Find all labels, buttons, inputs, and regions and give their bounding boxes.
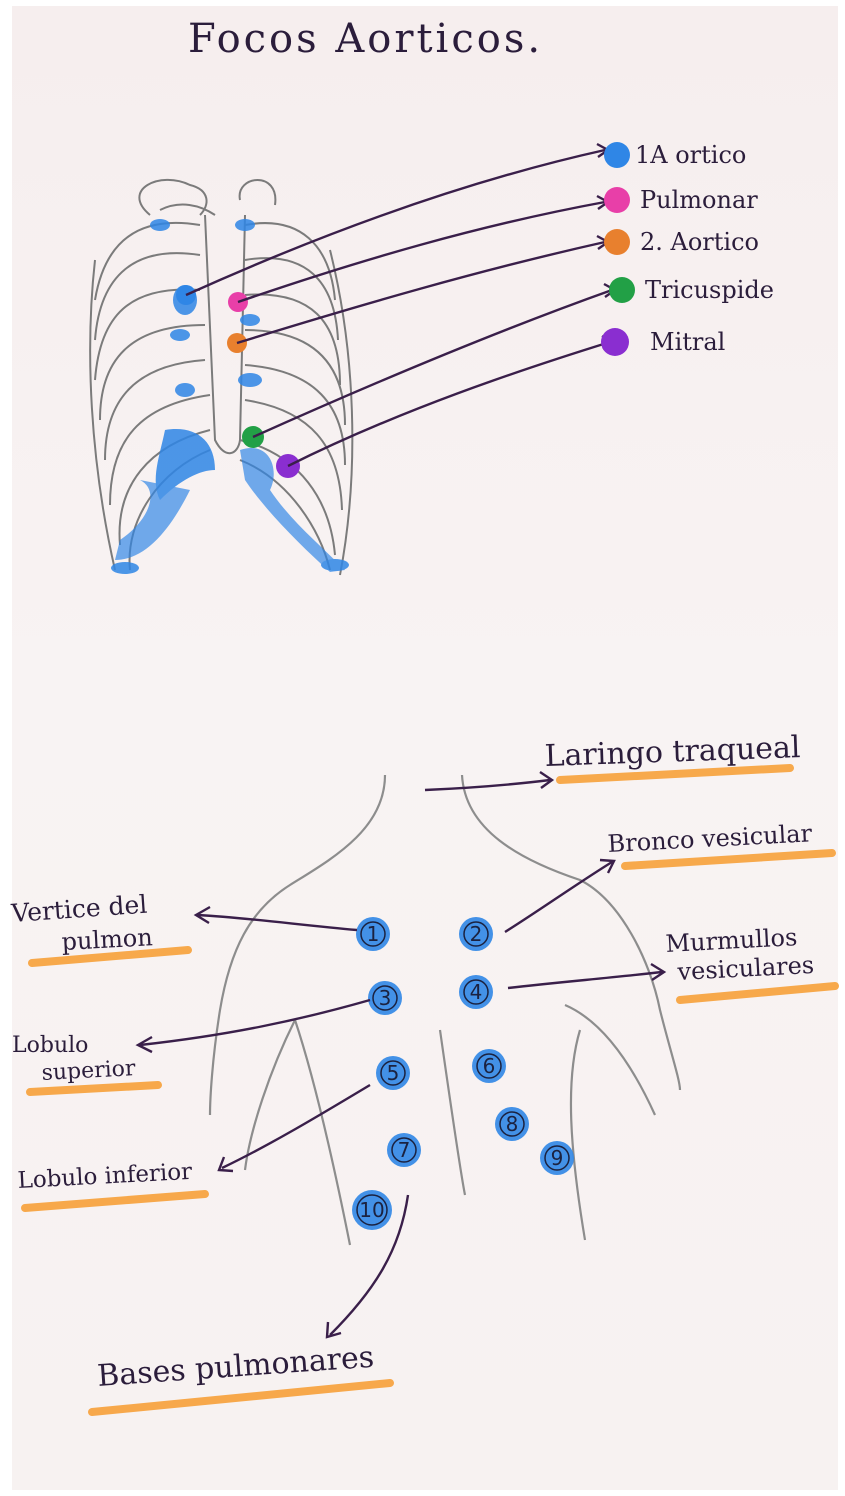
label-lobulo-superior-line2: superior (41, 1056, 137, 1086)
point-5: 5 (376, 1056, 410, 1090)
back-arrows (138, 772, 664, 1337)
legend-item-aortico: 1A ortico (604, 141, 746, 169)
svg-text:1A ortico: 1A ortico (635, 141, 746, 169)
point-6: 6 (472, 1049, 506, 1083)
rib-cage-drawing (90, 180, 352, 575)
svg-text:Tricuspide: Tricuspide (645, 276, 774, 304)
label-lobulo-superior-line1: Lobulo (12, 1033, 88, 1058)
svg-text:1: 1 (367, 922, 380, 946)
foci-legend: 1A ortico Pulmonar 2. Aortico Tricuspide… (601, 141, 774, 356)
svg-text:2. Aortico: 2. Aortico (640, 228, 759, 256)
svg-text:3: 3 (379, 986, 392, 1010)
point-7: 7 (387, 1133, 421, 1167)
svg-text:7: 7 (398, 1138, 411, 1162)
svg-text:10: 10 (359, 1198, 384, 1222)
label-lobulo-inferior: Lobulo inferior (17, 1159, 193, 1194)
legend-item-mitral: Mitral (601, 328, 725, 356)
legend-item-tricuspide: Tricuspide (609, 276, 774, 304)
point-10: 10 (352, 1190, 392, 1230)
svg-text:4: 4 (470, 980, 483, 1004)
point-4: 4 (459, 975, 493, 1009)
point-8: 8 (495, 1107, 529, 1141)
page-title: Focos Aorticos. (188, 16, 543, 62)
svg-text:Pulmonar: Pulmonar (640, 186, 758, 214)
point-2: 2 (459, 917, 493, 951)
point-9: 9 (540, 1141, 574, 1175)
label-vertice-line2: pulmon (61, 923, 154, 956)
legend-item-aortico-2: 2. Aortico (604, 228, 759, 256)
svg-text:5: 5 (387, 1061, 400, 1085)
highlight-underlines (25, 768, 835, 1412)
svg-text:8: 8 (506, 1112, 519, 1136)
svg-text:6: 6 (483, 1054, 496, 1078)
label-murmullos-line2: vesiculares (676, 951, 815, 986)
point-1: 1 (356, 917, 390, 951)
label-vertice-line1: Vertice del (9, 890, 148, 928)
point-3: 3 (368, 981, 402, 1015)
svg-text:Mitral: Mitral (650, 328, 725, 356)
svg-text:9: 9 (551, 1146, 564, 1170)
foci-arrows (186, 144, 615, 466)
back-labels: Laringo traqueal Bronco vesicular Vertic… (9, 730, 814, 1394)
legend-item-pulmonar: Pulmonar (604, 186, 758, 214)
svg-text:2: 2 (470, 922, 483, 946)
